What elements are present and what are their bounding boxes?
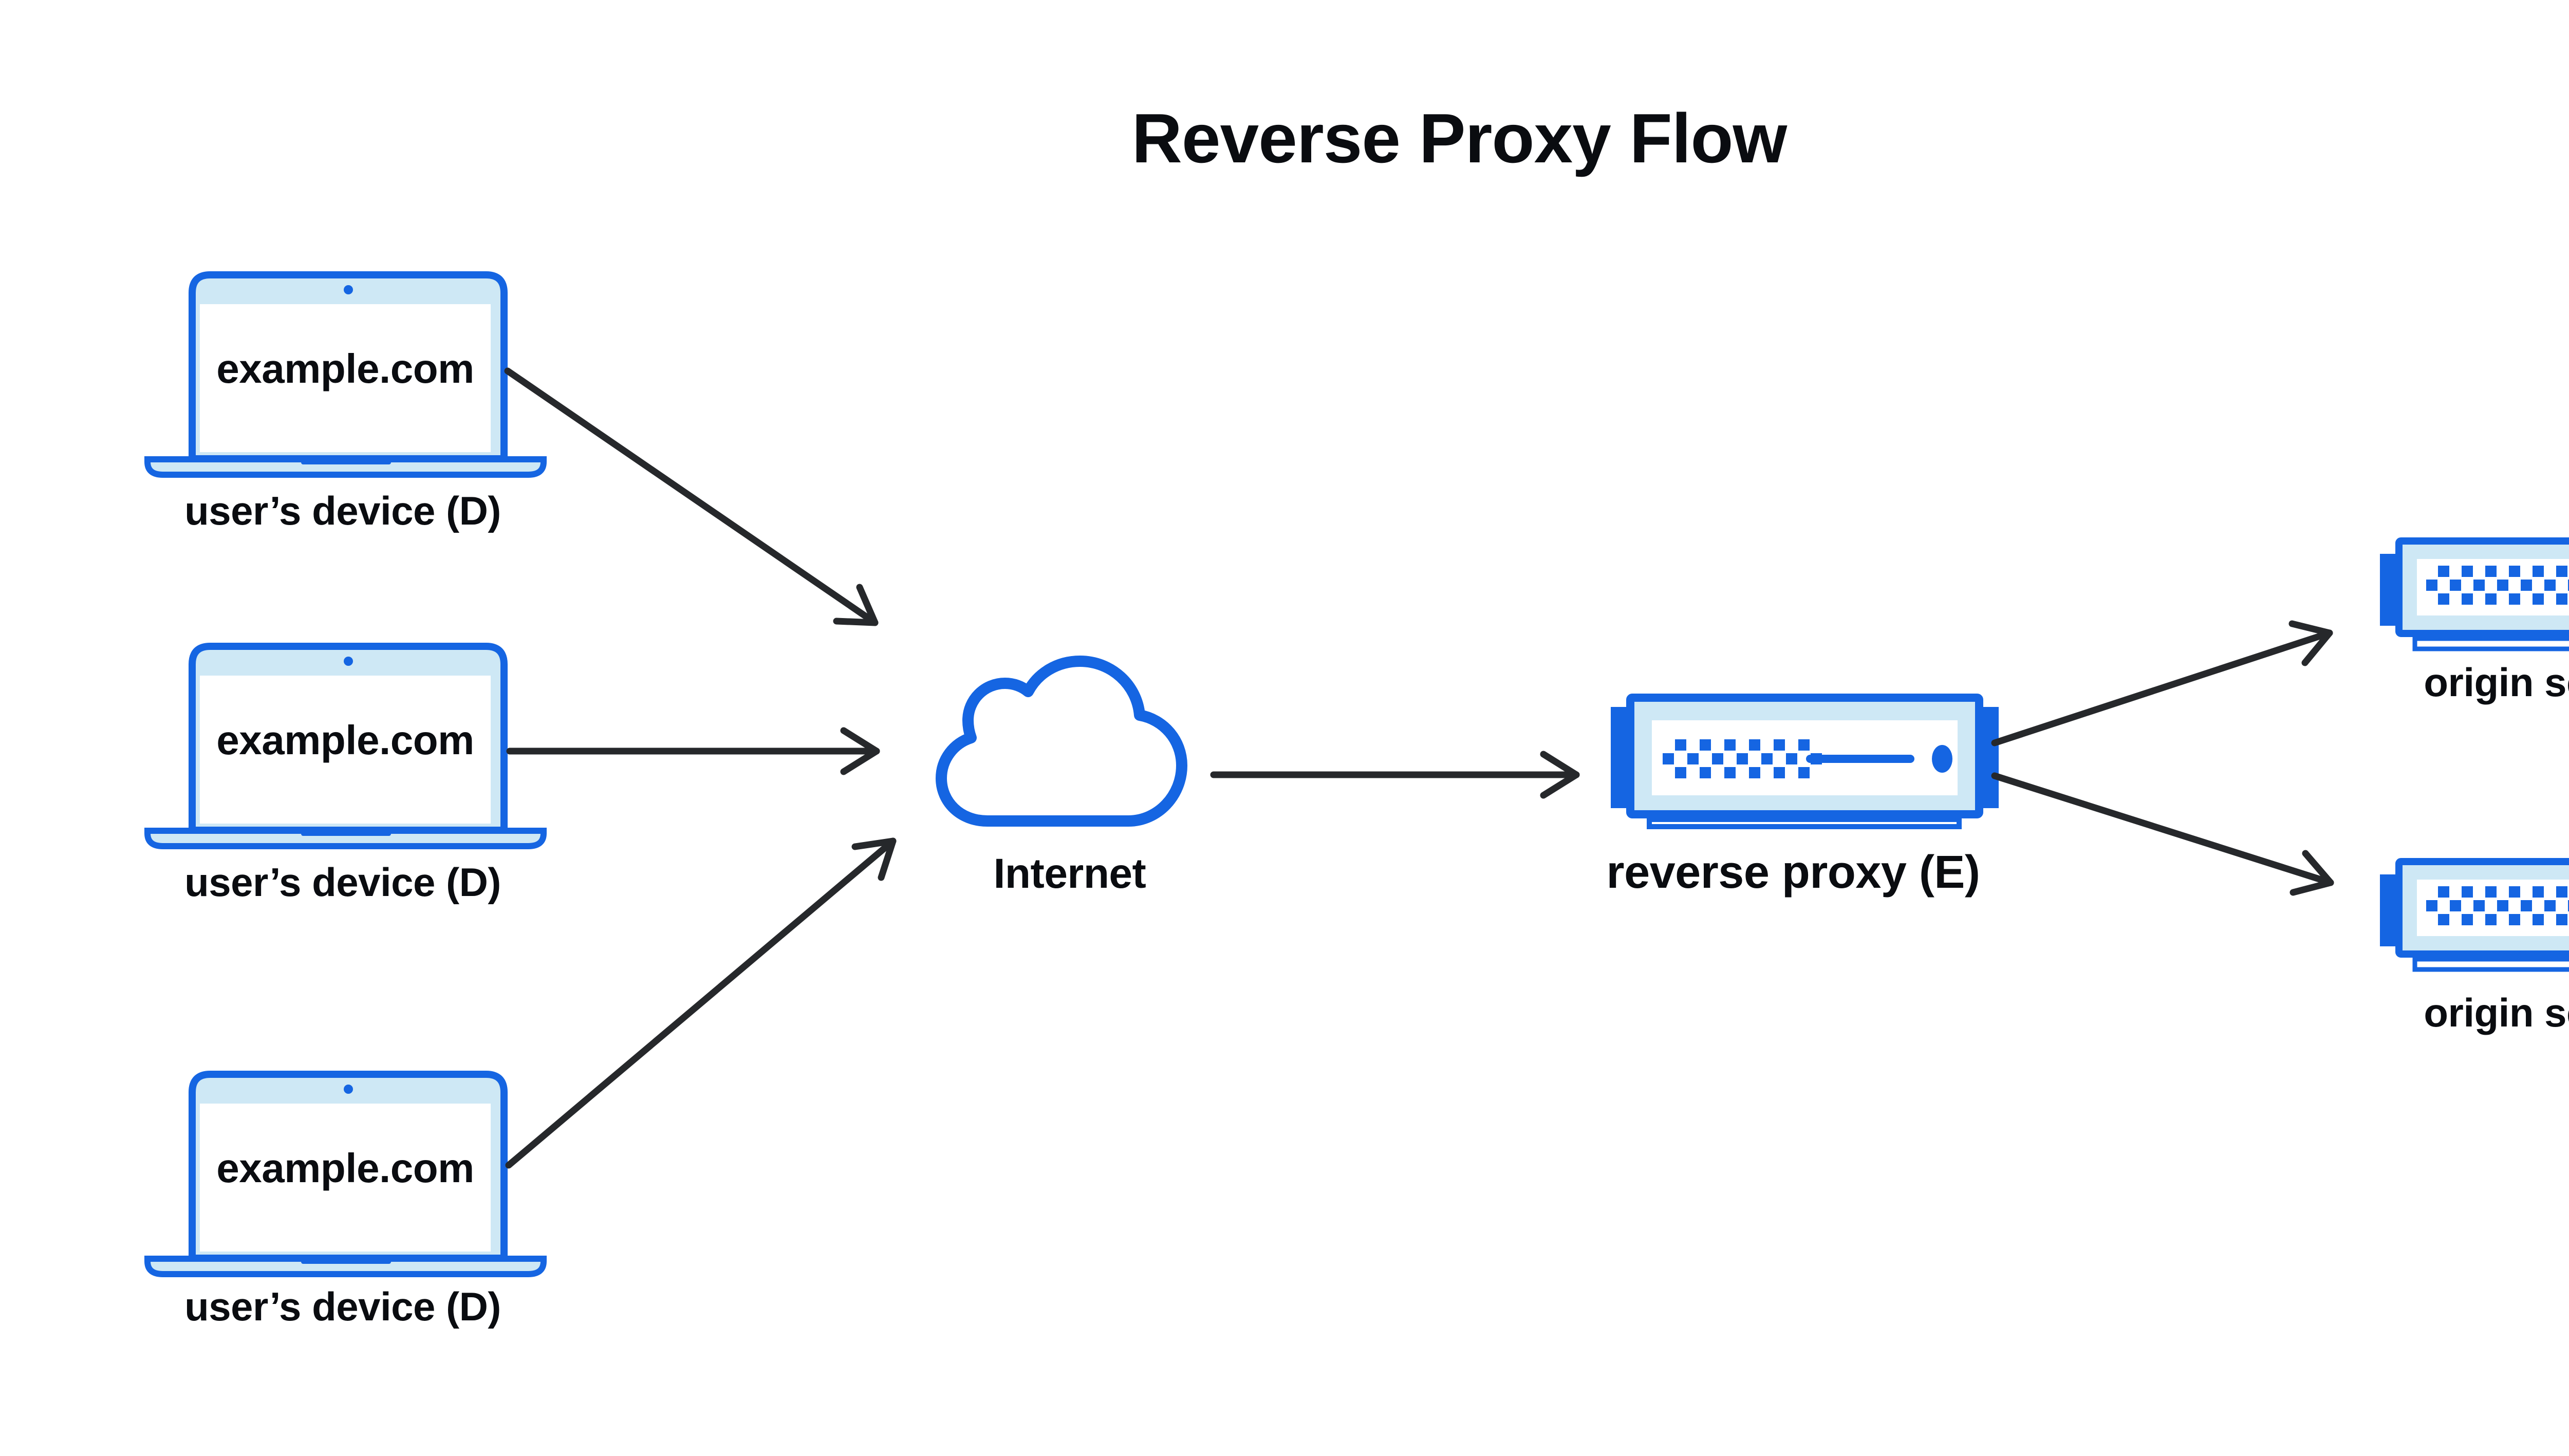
laptop-screen	[200, 304, 491, 452]
server-base	[2412, 636, 2569, 651]
webcam-dot-icon	[344, 657, 353, 666]
laptop-screen	[200, 676, 491, 824]
server-power-dot	[1932, 745, 1952, 773]
internet-label: Internet	[993, 850, 1146, 897]
server-vents	[2426, 566, 2569, 605]
device-screen-url: example.com	[216, 717, 474, 763]
arrow-device1-to-internet	[504, 367, 879, 626]
device-screen-url: example.com	[216, 1145, 474, 1191]
webcam-dot-icon	[344, 1085, 353, 1094]
device-label: user’s device (D)	[184, 860, 501, 905]
laptop-hinge-notch	[301, 828, 391, 836]
origin-server-label-2: origin server (F)	[2424, 990, 2569, 1035]
reverse-proxy-label: reverse proxy (E)	[1606, 847, 1980, 898]
laptop-hinge-notch	[301, 456, 391, 464]
laptop-icon-3	[144, 1071, 547, 1277]
cloud-icon	[936, 656, 1187, 827]
origin-server-icon-2	[2380, 858, 2569, 972]
server-vents	[2426, 886, 2569, 925]
laptop-base	[144, 1256, 547, 1277]
arrow-device3-to-internet	[505, 837, 897, 1169]
device-label: user’s device (D)	[184, 1284, 501, 1329]
laptop-icon-1	[144, 271, 547, 478]
cloud-outline	[936, 656, 1187, 827]
reverse-proxy-icon	[1611, 694, 1999, 829]
arrow-proxy-to-origin2	[1991, 772, 2334, 896]
laptop-icon-2	[144, 643, 547, 849]
server-base	[1647, 817, 1962, 829]
device-screen-url: example.com	[216, 346, 474, 391]
arrow-proxy-to-origin1	[1991, 620, 2333, 746]
device-label: user’s device (D)	[184, 488, 501, 533]
arrow-device2-to-internet	[506, 727, 880, 775]
server-base	[2412, 957, 2569, 972]
origin-server-icon-1	[2380, 537, 2569, 651]
origin-server-label-1: origin server (F)	[2424, 660, 2569, 705]
diagram-title: Reverse Proxy Flow	[1131, 99, 1788, 177]
arrow-internet-to-proxy	[1210, 751, 1580, 799]
laptop-hinge-notch	[301, 1256, 391, 1264]
webcam-dot-icon	[344, 285, 353, 294]
laptop-screen	[200, 1104, 491, 1252]
